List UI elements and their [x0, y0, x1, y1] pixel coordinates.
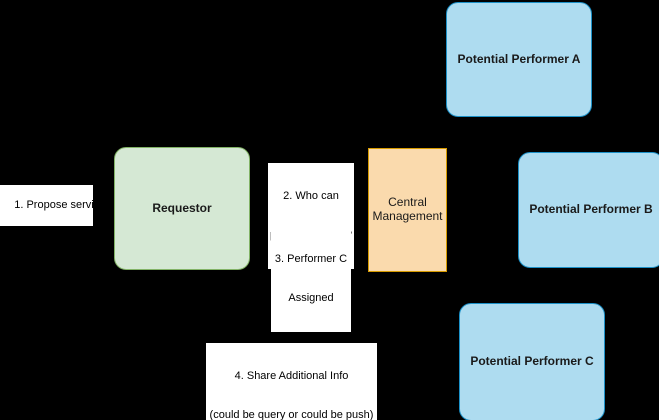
- edge-label-propose-service: 1. Propose service: [0, 185, 105, 226]
- node-potential-performer-b-label: Potential Performer B: [529, 202, 653, 217]
- node-central-management-label-line2: Management: [372, 209, 443, 223]
- edge-label-share-additional-info: 4. Share Additional Info (could be query…: [206, 343, 377, 420]
- node-potential-performer-c[interactable]: Potential Performer C: [459, 303, 605, 420]
- edge-label-who-can-perform-line1: 2. Who can: [283, 190, 339, 202]
- edge-label-share-additional-info-line2: (could be query or could be push): [209, 409, 374, 420]
- edge-label-share-additional-info-line1: 4. Share Additional Info: [234, 370, 349, 382]
- node-potential-performer-c-label: Potential Performer C: [470, 354, 594, 369]
- node-central-management[interactable]: Central Management: [368, 148, 447, 272]
- edge-label-performer-assigned: 3. Performer C Assigned: [271, 226, 351, 332]
- node-central-management-label: Central Management: [372, 195, 443, 224]
- edge-central-to-performer-b: [447, 210, 518, 211]
- edge-label-propose-service-line1: 1. Propose service: [14, 199, 106, 211]
- node-requestor[interactable]: Requestor: [114, 147, 250, 270]
- edge-requestor-down-to-c: [182, 270, 183, 358]
- node-potential-performer-a-label: Potential Performer A: [457, 51, 581, 66]
- node-potential-performer-a[interactable]: Potential Performer A: [446, 2, 592, 117]
- edge-label-performer-assigned-line1: 3. Performer C: [274, 253, 348, 265]
- node-central-management-label-line1: Central: [388, 195, 427, 210]
- edge-label-performer-assigned-line2: Assigned: [288, 292, 334, 304]
- node-requestor-label: Requestor: [152, 200, 212, 215]
- node-potential-performer-b[interactable]: Potential Performer B: [518, 152, 659, 268]
